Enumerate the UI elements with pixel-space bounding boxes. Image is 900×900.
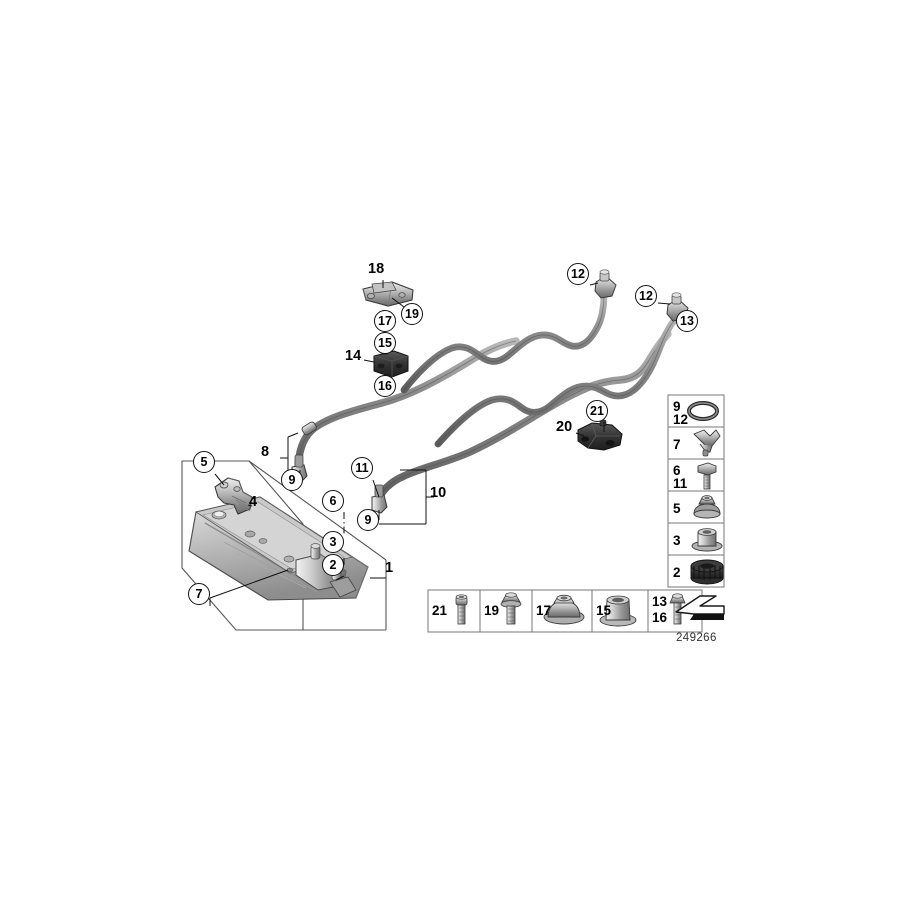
legend-icon-flange-nut xyxy=(693,495,721,519)
callout-7: 7 xyxy=(188,583,210,605)
callout-13: 13 xyxy=(676,310,698,332)
assembly-boundary xyxy=(181,460,387,631)
callout-12: 12 xyxy=(635,285,657,307)
legend-number-9: 9 xyxy=(673,399,681,414)
legend-icon-flange-nut-2 xyxy=(543,594,585,625)
legend-icon-flange-bolt xyxy=(500,592,522,625)
direction-arrow-icon xyxy=(675,595,725,620)
diagram-id-label: 249266 xyxy=(676,632,717,644)
legend-number-19: 19 xyxy=(484,603,500,618)
legend-icon-socket-bolt xyxy=(455,594,468,625)
legend-number-15: 15 xyxy=(596,603,612,618)
legend-number-7: 7 xyxy=(673,437,681,452)
legend-number-21: 21 xyxy=(432,603,448,618)
clamp-20 xyxy=(577,419,623,451)
legend-horizontal-panel xyxy=(427,589,703,633)
hose-line-10 xyxy=(374,330,672,506)
legend-number-12: 12 xyxy=(673,412,689,427)
legend-icon-rubber-grommet xyxy=(691,528,723,552)
hose-line-upper-a-outline xyxy=(403,295,605,391)
callout-5: 5 xyxy=(193,451,215,473)
callout-6: 6 xyxy=(322,490,344,512)
legend-icon-hex-bolt-2 xyxy=(669,593,686,625)
callout-21: 21 xyxy=(586,400,608,422)
callout-9: 9 xyxy=(357,509,379,531)
legend-number-16: 16 xyxy=(652,610,668,625)
callout-2: 2 xyxy=(322,554,344,576)
callout-19: 19 xyxy=(401,303,423,325)
hose-line-10-outline xyxy=(377,333,669,503)
hose-line-upper-b-outline xyxy=(437,315,681,445)
callout-15: 15 xyxy=(374,332,396,354)
bracket-18 xyxy=(362,281,414,307)
legend-icon-o-ring xyxy=(687,401,719,421)
callout-1: 1 xyxy=(385,560,394,576)
legend-number-6: 6 xyxy=(673,463,681,478)
legend-number-11: 11 xyxy=(673,476,688,491)
legend-icon-hose-clip xyxy=(693,429,721,457)
callout-9: 9 xyxy=(281,469,303,491)
cooler-port-stud xyxy=(310,543,321,560)
hose-fitting-12-left xyxy=(594,269,617,299)
callout-17: 17 xyxy=(374,310,396,332)
callout-4: 4 xyxy=(249,494,258,510)
legend-number-2: 2 xyxy=(673,565,681,580)
hose-10-end-fitting xyxy=(371,484,388,514)
callout-14: 14 xyxy=(345,348,362,364)
callout-10: 10 xyxy=(430,485,447,501)
legend-icon-hex-bolt xyxy=(697,462,717,490)
legend-number-13: 13 xyxy=(652,594,668,609)
legend-vertical-panel xyxy=(667,394,725,588)
oil-cooler-body xyxy=(188,496,369,601)
legend-number-3: 3 xyxy=(673,533,681,548)
callout-20: 20 xyxy=(556,419,573,435)
callout-18: 18 xyxy=(368,261,385,277)
callout-3: 3 xyxy=(322,531,344,553)
legend-number-5: 5 xyxy=(673,501,681,516)
hose-fitting-12-right xyxy=(666,292,689,322)
callout-12: 12 xyxy=(567,263,589,285)
callout-11: 11 xyxy=(351,457,373,479)
cooler-mounting-bracket xyxy=(214,477,253,515)
hose-8-ferrule xyxy=(301,421,317,436)
legend-number-17: 17 xyxy=(536,603,552,618)
callout-16: 16 xyxy=(374,375,396,397)
callout-8: 8 xyxy=(261,444,270,460)
legend-icon-bushing xyxy=(599,595,637,627)
legend-icon-splined-mount xyxy=(690,559,724,585)
